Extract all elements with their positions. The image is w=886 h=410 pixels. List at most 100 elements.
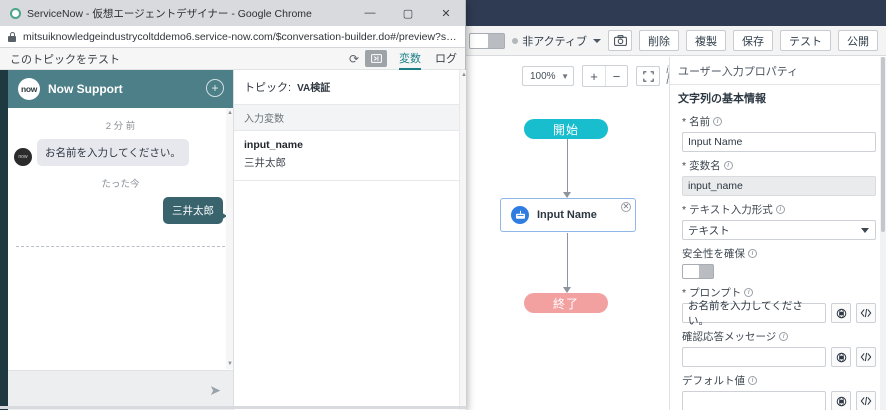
message-timestamp: たった今 [101,179,140,190]
scroll-down-icon[interactable]: ▼ [227,361,233,367]
topic-label: トピック: [244,82,292,94]
window-controls: — ▢ ✕ [351,0,465,26]
flow-canvas[interactable]: 100% ▼ + − info-icon 開始 [466,57,686,410]
delete-button[interactable]: 削除 [639,30,679,51]
scroll-up-icon[interactable]: ▲ [227,110,233,116]
address-bar[interactable]: mitsuiknowledgeindustrycoltddemo6.servic… [0,26,465,48]
default-value-input[interactable] [682,391,826,410]
variables-scrollbar[interactable]: ▲ [459,70,467,410]
field-acknowledge-message: 確認応答メッセージ i [670,329,886,367]
conversation-divider [16,246,225,247]
flow-arrow-2-icon [563,287,571,293]
field-default-value: デフォルト値 i [670,373,886,410]
acknowledge-message-input[interactable] [682,347,826,367]
chat-messages: 2 分 前 now お名前を入力してください。 たった今 三井太郎 [8,108,233,369]
flow-node-end[interactable]: 終了 [524,293,608,313]
window-title: ServiceNow - 仮想エージェントデザイナー - Google Chro… [27,7,312,20]
chrome-window: ServiceNow - 仮想エージェントデザイナー - Google Chro… [0,0,467,410]
zoom-controls: 100% ▼ + − info-icon [522,65,686,87]
chat-message-incoming: now お名前を入力してください。 [14,139,233,166]
fit-screen-button[interactable] [636,66,660,86]
table-view-toggle[interactable] [469,32,506,49]
camera-button[interactable] [608,30,632,51]
flow-node-input-name[interactable]: Input Name ✕ [500,198,636,232]
zoom-level-value: 100% [530,70,556,82]
scroll-up-icon[interactable]: ▲ [461,72,467,78]
flow-arrow-1-icon [563,192,571,198]
close-button[interactable]: ✕ [441,7,451,20]
info-icon[interactable]: i [775,205,785,214]
preview-tabs: 変数 ログ [393,48,457,70]
zoom-in-button[interactable]: + [583,66,605,86]
topic-value: VA検証 [297,83,331,94]
minimize-button[interactable]: — [364,7,376,19]
field-ensure-safety: 安全性を確保 i [670,246,886,279]
field-variable-name: * 変数名 i input_name [670,158,886,196]
field-prompt: * プロンプト i お名前を入力してください。 [670,285,886,327]
translate-icon[interactable] [831,303,851,323]
chat-left-strip [0,70,8,410]
required-marker: * [682,203,687,216]
maximize-button[interactable]: ▢ [402,7,414,20]
variable-value: 三井太郎 [244,157,286,169]
info-icon[interactable]: i [713,117,723,126]
field-name: * 名前 i Input Name [670,114,886,152]
field-label-text: 変数名 [689,160,721,172]
chat-scrollbar[interactable]: ▲ ▼ [226,108,233,369]
info-icon[interactable]: i [744,288,754,297]
test-button[interactable]: テスト [780,30,831,51]
properties-panel-title: ユーザー入力プロパティ [670,57,886,85]
properties-scrollbar[interactable] [880,57,886,410]
code-icon[interactable] [856,347,876,367]
zoom-level-select[interactable]: 100% ▼ [522,66,574,86]
window-title-bar[interactable]: ServiceNow - 仮想エージェントデザイナー - Google Chro… [0,0,465,26]
send-icon[interactable]: ➤ [209,382,221,398]
flow-node-start[interactable]: 開始 [524,119,608,139]
info-icon[interactable]: i [723,161,733,170]
duplicate-button[interactable]: 複製 [686,30,726,51]
save-button[interactable]: 保存 [733,30,773,51]
status-label: 非アクティブ [522,35,587,48]
translate-icon[interactable] [831,347,851,367]
info-icon[interactable]: i [748,249,757,258]
ensure-safety-toggle[interactable] [682,264,714,279]
translate-icon[interactable] [831,391,851,410]
code-icon[interactable] [856,303,876,323]
chat-bot-name: Now Support [48,82,123,96]
message-timestamp: 2 分 前 [105,121,136,132]
tab-variables[interactable]: 変数 [399,50,421,70]
fit-screen-icon [642,70,654,82]
required-marker: * [682,115,687,128]
close-icon[interactable]: ✕ [621,202,631,212]
chevron-down-icon: ▼ [561,71,569,81]
preview-body: now Now Support + 2 分 前 now お名前を入力してください… [0,70,467,410]
flow-edge-input-to-end [567,233,568,292]
status-dropdown[interactable]: 非アクティブ [512,33,601,49]
lock-icon [8,31,16,42]
variables-panel: トピック: VA検証 入力変数 input_name 三井太郎 ▲ [233,70,467,410]
camera-icon [613,35,627,46]
info-icon[interactable]: i [748,376,757,385]
plus-circle-icon[interactable]: + [206,79,224,97]
flow-node-start-label: 開始 [552,122,579,137]
field-text-input-type-label: * テキスト入力形式 i [682,202,876,217]
prompt-input[interactable]: お名前を入力してください。 [682,300,826,327]
field-ensure-safety-label: 安全性を確保 i [682,246,876,261]
chat-input-area[interactable]: ➤ [8,370,233,410]
tab-logs[interactable]: ログ [435,52,457,65]
chat-bubble-outgoing: 三井太郎 [163,197,227,224]
chevron-down-icon [593,38,601,43]
preview-title: このトピックをテスト [10,53,120,66]
status-dot-icon [512,37,519,44]
publish-button[interactable]: 公開 [838,30,878,51]
refresh-icon[interactable]: ⟳ [348,51,359,66]
zoom-out-button[interactable]: − [605,66,627,86]
new-window-button[interactable] [365,50,387,67]
field-default-value-label: デフォルト値 i [682,373,876,388]
chat-header: now Now Support + [8,70,233,108]
name-input[interactable]: Input Name [682,132,876,152]
info-icon[interactable]: i [779,332,789,341]
text-input-type-select[interactable]: テキスト [682,220,876,240]
code-icon[interactable] [856,391,876,410]
servicenow-favicon-icon [10,7,21,19]
